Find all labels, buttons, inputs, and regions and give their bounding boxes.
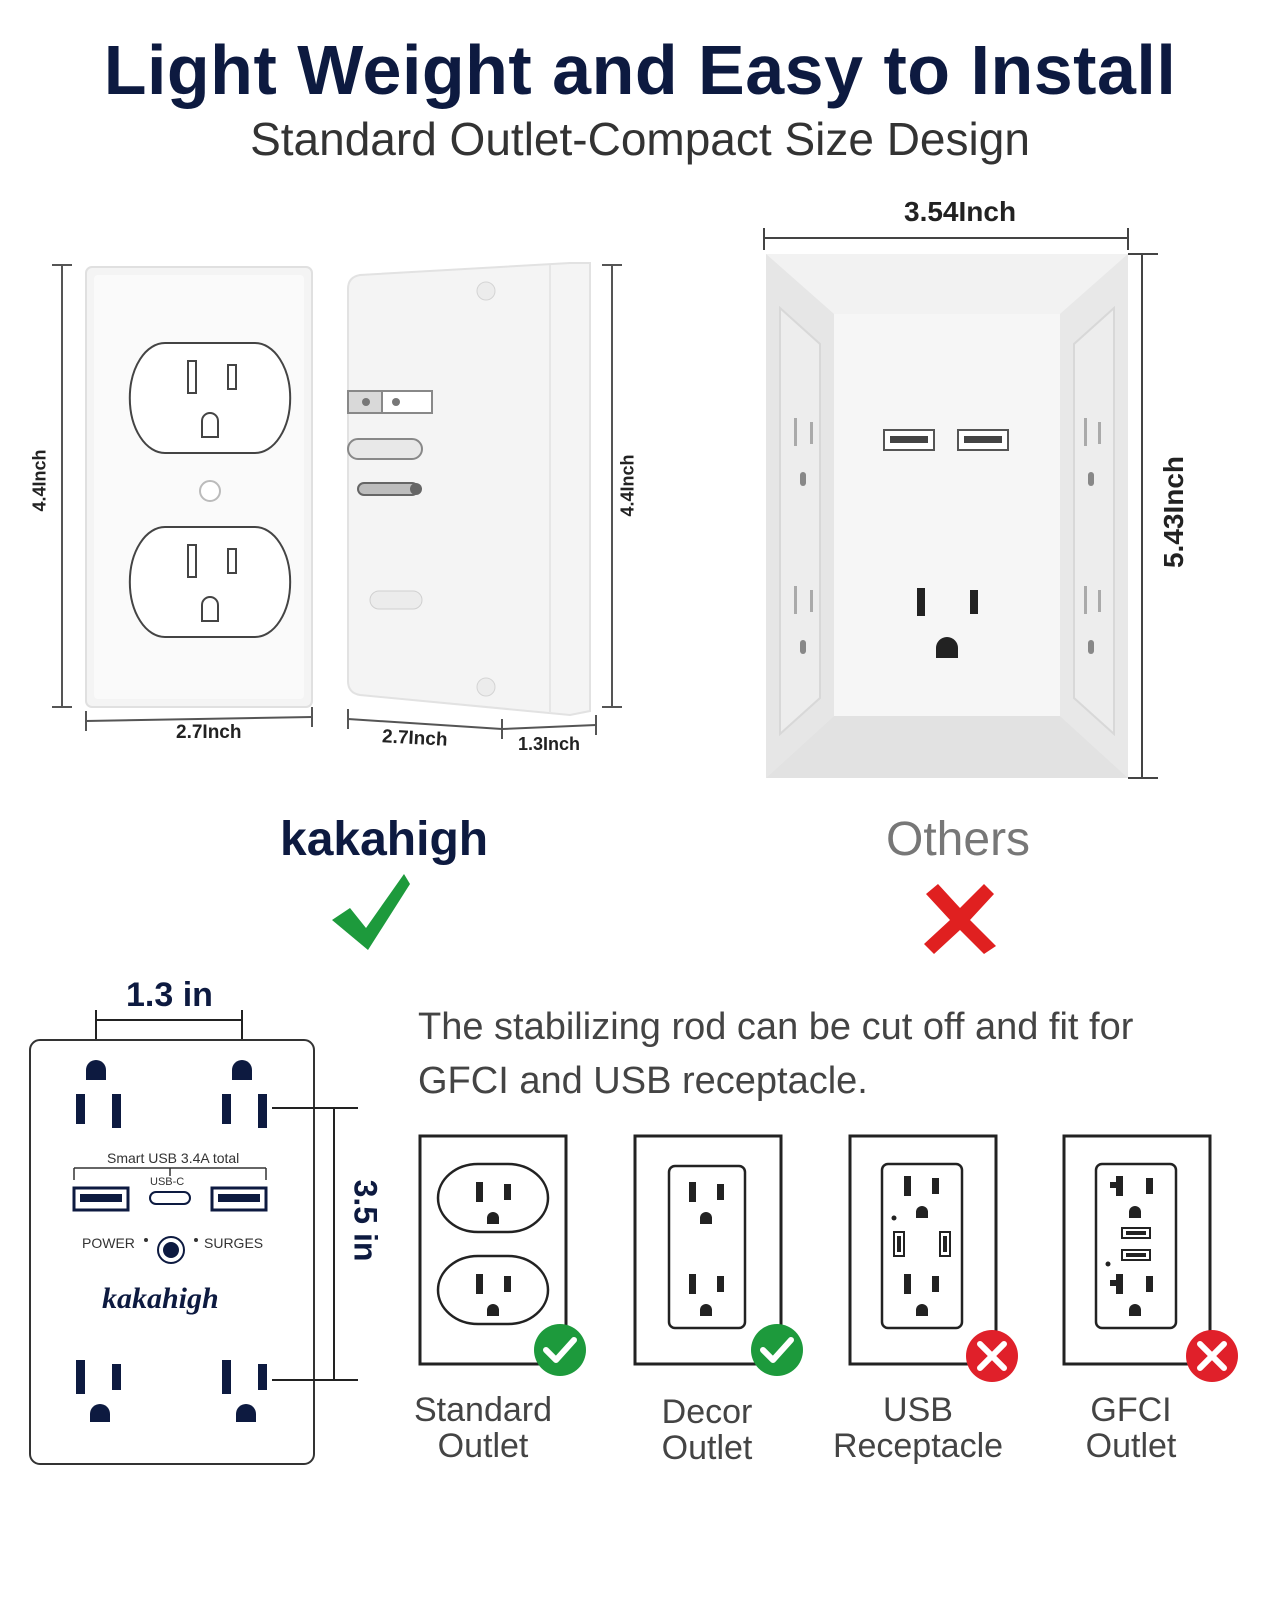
compatibility-description: The stabilizing rod can be cut off and f… — [418, 1006, 1134, 1102]
others-label: Others — [886, 813, 1031, 866]
side-height-label: 4.4Inch — [617, 454, 638, 517]
usbc-label: USB-C — [150, 1176, 185, 1188]
others-width-label: 3.54Inch — [904, 196, 1017, 227]
side-depth-label: 1.3Inch — [518, 734, 581, 754]
usb-receptacle-caption: USB Receptacle — [832, 1391, 1004, 1465]
cross-icon — [922, 882, 998, 954]
outlet-diagram — [20, 1010, 400, 1480]
brand-logo: kakahigh — [102, 1282, 219, 1315]
standard-outlet-caption: Standard Outlet — [414, 1391, 552, 1465]
brand-label: kakahigh — [280, 813, 489, 866]
decor-outlet-card — [633, 1134, 833, 1384]
usb-total-label: Smart USB 3.4A total — [107, 1150, 240, 1166]
front-view-product — [40, 255, 330, 735]
side-width-label: 2.7Inch — [381, 726, 449, 751]
power-label: POWER — [82, 1235, 135, 1251]
others-product — [760, 228, 1170, 788]
usb-receptacle-card — [848, 1134, 1048, 1384]
front-width-label: 2.7Inch — [176, 722, 242, 743]
decor-outlet-caption: Decor Outlet — [661, 1393, 753, 1467]
others-height-label: 5.43Inch — [1158, 455, 1189, 569]
front-height-label: 4.4Inch — [29, 449, 50, 512]
page-title: Light Weight and Easy to Install — [103, 31, 1177, 109]
gfci-outlet-card — [1062, 1134, 1272, 1384]
side-view-product — [340, 255, 630, 745]
surges-label: SURGES — [204, 1235, 264, 1251]
standard-outlet-card — [418, 1134, 618, 1384]
check-icon — [330, 872, 412, 952]
spacing-top-label: 1.3 in — [126, 976, 213, 1014]
spacing-side-label: 3.5 in — [347, 1179, 384, 1262]
page-subtitle: Standard Outlet-Compact Size Design — [250, 113, 1030, 165]
gfci-outlet-caption: GFCI Outlet — [1085, 1391, 1177, 1465]
